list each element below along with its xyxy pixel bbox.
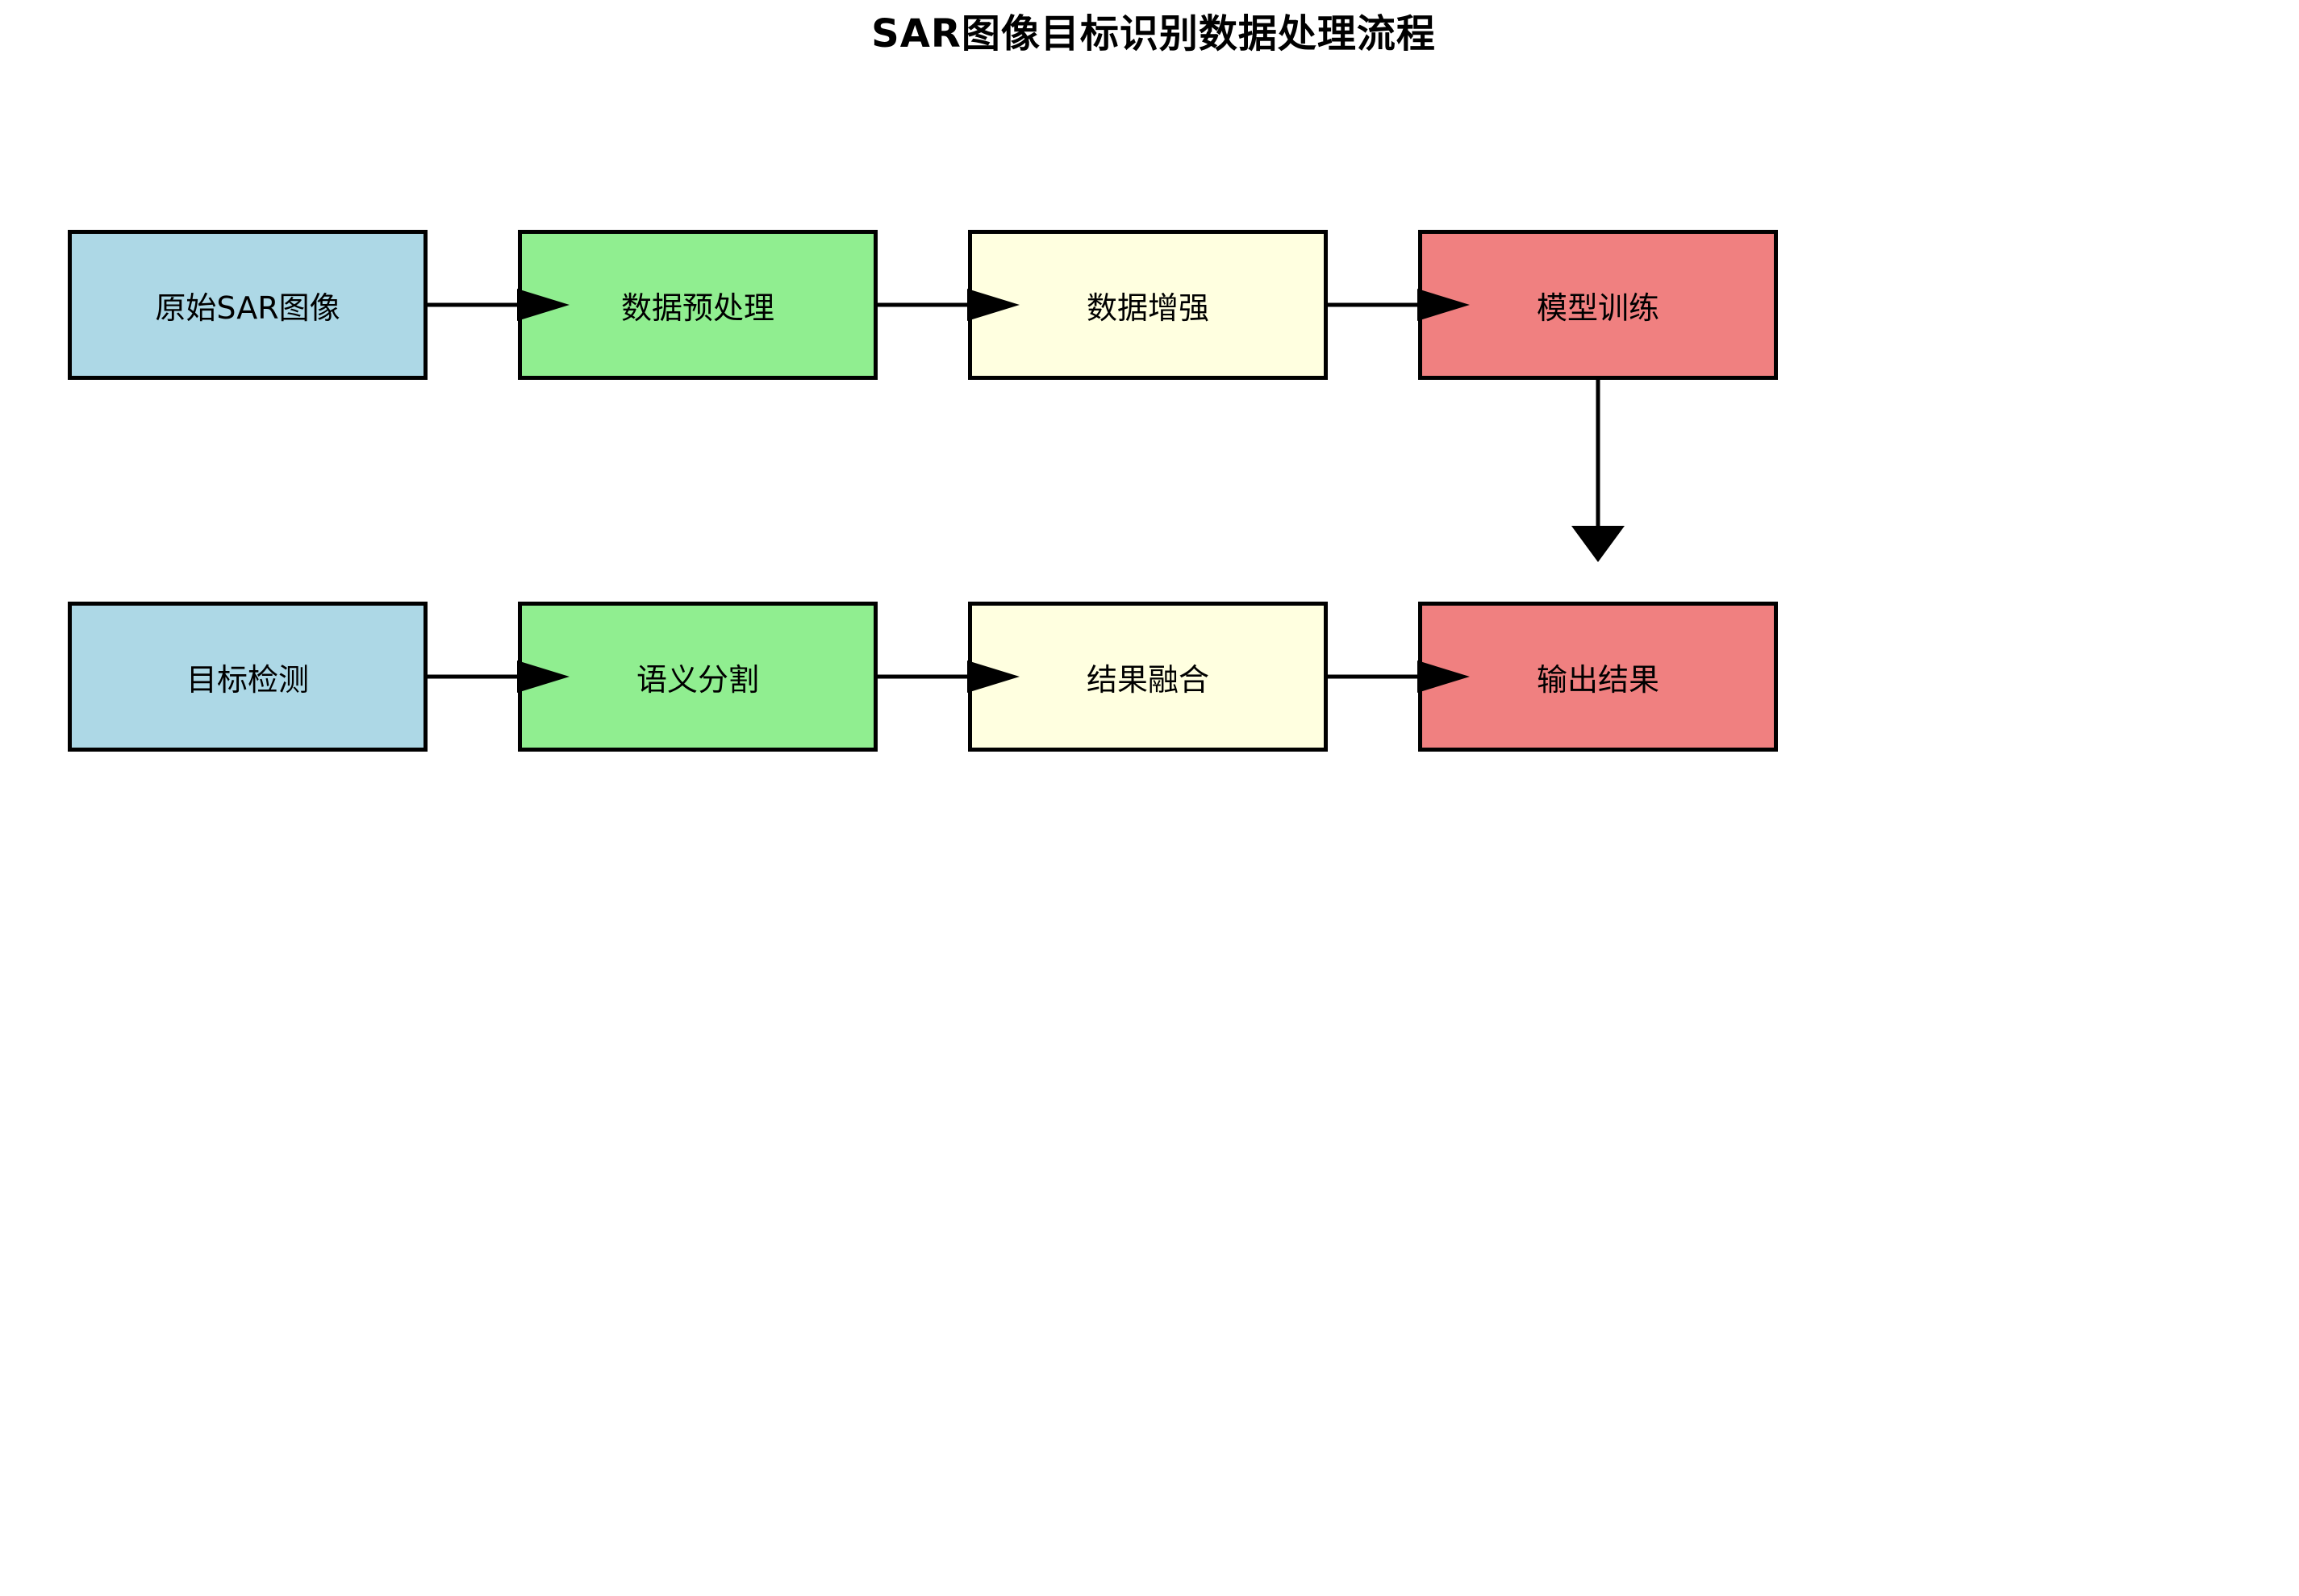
- arrowhead-down-icon: [1571, 526, 1625, 562]
- node-data-augmentation: 数据增强: [968, 230, 1328, 380]
- node-output-result: 输出结果: [1418, 602, 1778, 752]
- node-data-preprocessing-label: 数据预处理: [620, 290, 774, 326]
- arrow-model-training-to-output-result: [1571, 378, 1625, 562]
- node-target-detection-label: 目标检测: [186, 661, 309, 698]
- diagram-title: SAR图像目标识别数据处理流程: [871, 11, 1436, 56]
- node-model-training: 模型训练: [1418, 230, 1778, 380]
- node-result-fusion-label: 结果融合: [1086, 661, 1209, 698]
- node-semantic-segmentation-label: 语义分割: [636, 661, 759, 698]
- node-semantic-segmentation: 语义分割: [518, 602, 878, 752]
- node-data-preprocessing: 数据预处理: [518, 230, 878, 380]
- node-raw-sar-image-label: 原始SAR图像: [155, 290, 340, 326]
- node-output-result-label: 输出结果: [1536, 661, 1659, 698]
- node-model-training-label: 模型训练: [1536, 290, 1659, 326]
- node-data-augmentation-label: 数据增强: [1086, 290, 1209, 326]
- node-result-fusion: 结果融合: [968, 602, 1328, 752]
- node-target-detection: 目标检测: [68, 602, 428, 752]
- node-raw-sar-image: 原始SAR图像: [68, 230, 428, 380]
